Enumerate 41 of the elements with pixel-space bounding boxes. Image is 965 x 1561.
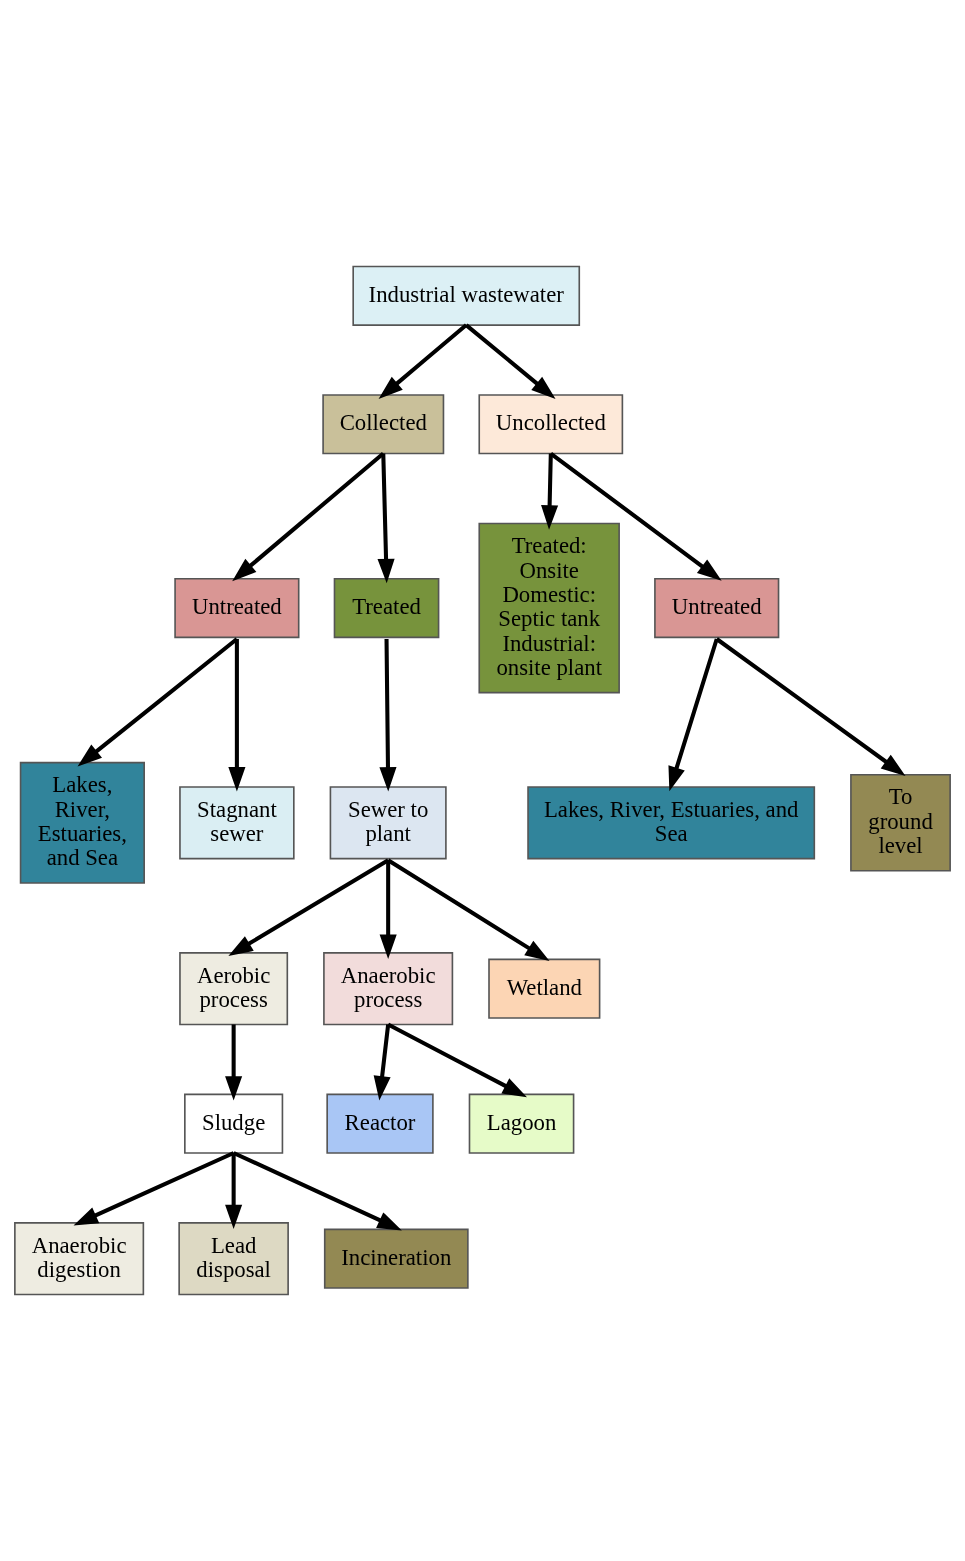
node-box: Untreated	[654, 578, 780, 639]
arrow	[387, 1022, 527, 1098]
arrow	[77, 637, 239, 767]
node-box: Aerobic process	[179, 952, 289, 1026]
arrow	[378, 323, 468, 399]
node-box: Reactor	[326, 1093, 434, 1154]
arrow	[228, 639, 246, 792]
arrow	[464, 323, 556, 399]
arrow	[668, 638, 719, 792]
arrow	[232, 452, 385, 582]
node-box: Industrial wastewater	[352, 265, 581, 326]
node-box: Uncollected	[478, 394, 624, 455]
node-box: Lakes, River, Estuaries, and Sea	[527, 786, 816, 860]
arrow	[549, 451, 722, 581]
node-box: Stagnant sewer	[179, 786, 295, 860]
arrow	[225, 1024, 243, 1101]
arrow	[387, 858, 550, 962]
arrow	[541, 453, 559, 530]
node-box: Treated: Onsite Domestic: Septic tank Industrial: onsite plant	[478, 522, 620, 694]
arrow	[228, 858, 390, 957]
node-box: Lakes, River, Estuaries, and Sea	[19, 761, 145, 884]
node-box: Sludge	[184, 1093, 284, 1154]
node-box: Wetland	[488, 958, 601, 1019]
arrow	[232, 1151, 402, 1231]
node-box: Lagoon	[468, 1093, 575, 1154]
node-box: Anaerobic digestion	[14, 1222, 145, 1296]
node-box: Lead disposal	[178, 1222, 289, 1296]
node-box: Incineration	[323, 1228, 469, 1289]
arrow	[73, 1151, 235, 1226]
node-box: Treated	[333, 578, 440, 639]
node-box: Untreated	[174, 578, 300, 639]
node-box: Sewer to plant	[329, 786, 447, 860]
arrow	[373, 1024, 391, 1101]
arrow	[379, 860, 397, 960]
arrow	[377, 453, 395, 584]
arrow	[225, 1153, 243, 1230]
arrow	[715, 637, 906, 776]
node-box: To ground level	[850, 774, 951, 872]
node-box: Anaerobic process	[323, 952, 454, 1026]
node-box: Collected	[322, 394, 445, 455]
arrow	[379, 638, 397, 792]
